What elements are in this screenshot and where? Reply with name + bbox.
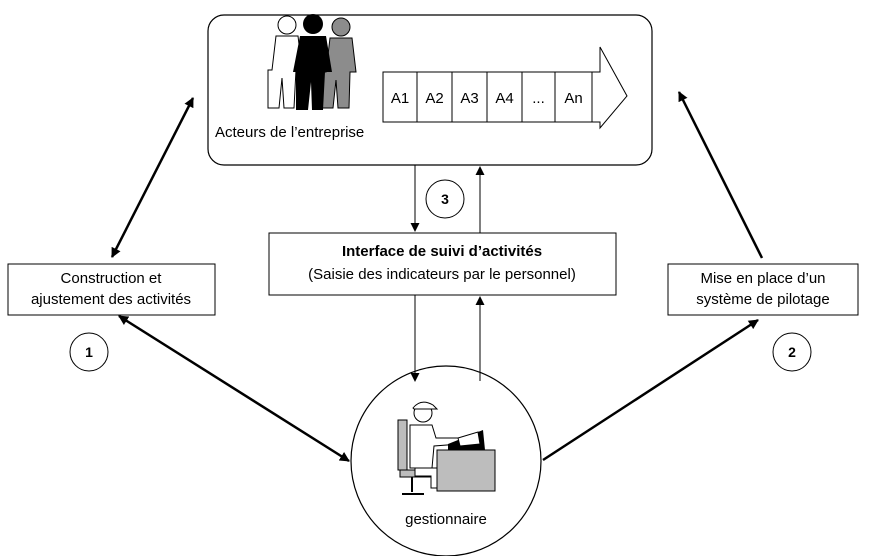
people-icon: [267, 14, 357, 110]
step-marker-2-label: 2: [788, 344, 796, 360]
activity-tracking-interface-subtitle: (Saisie des indicateurs par le personnel…: [308, 266, 576, 283]
activity-a3: A3: [460, 90, 478, 107]
arrow-manager-steering: [542, 318, 759, 462]
steering-system-line2: système de pilotage: [696, 291, 829, 308]
steering-system-line1: Mise en place d’un: [700, 270, 825, 287]
activity-sequence-arrow: A1 A2 A3 A4 ... An: [382, 46, 628, 130]
person-black-icon: [293, 14, 332, 110]
step-marker-1-label: 1: [85, 344, 93, 360]
arrow-construction-manager: [118, 314, 350, 463]
manager-label: gestionnaire: [405, 511, 487, 528]
step-marker-2: 2: [772, 332, 812, 372]
arrow-actors-construction: [110, 97, 195, 258]
activity-construction-box: [7, 263, 216, 316]
activity-construction-line1: Construction et: [61, 270, 163, 287]
activity-tracking-interface-box: [268, 232, 617, 296]
activity-a1: A1: [391, 90, 409, 107]
step-marker-3: 3: [425, 179, 465, 219]
manager-desk-icon: [397, 401, 496, 495]
person-gray-icon: [321, 17, 357, 109]
arrow-steering-actors: [677, 91, 764, 259]
activity-an: An: [564, 90, 582, 107]
activity-a4: A4: [495, 90, 513, 107]
activity-a2: A2: [425, 90, 443, 107]
step-marker-1: 1: [69, 332, 109, 372]
company-actors-label: Acteurs de l’entreprise: [215, 124, 364, 141]
activity-construction-line2: ajustement des activités: [31, 291, 191, 308]
activity-tracking-interface-title: Interface de suivi d’activités: [342, 243, 542, 260]
steering-system-box: [667, 263, 859, 316]
step-marker-3-label: 3: [441, 191, 449, 207]
activity-ellipsis: ...: [532, 90, 545, 107]
